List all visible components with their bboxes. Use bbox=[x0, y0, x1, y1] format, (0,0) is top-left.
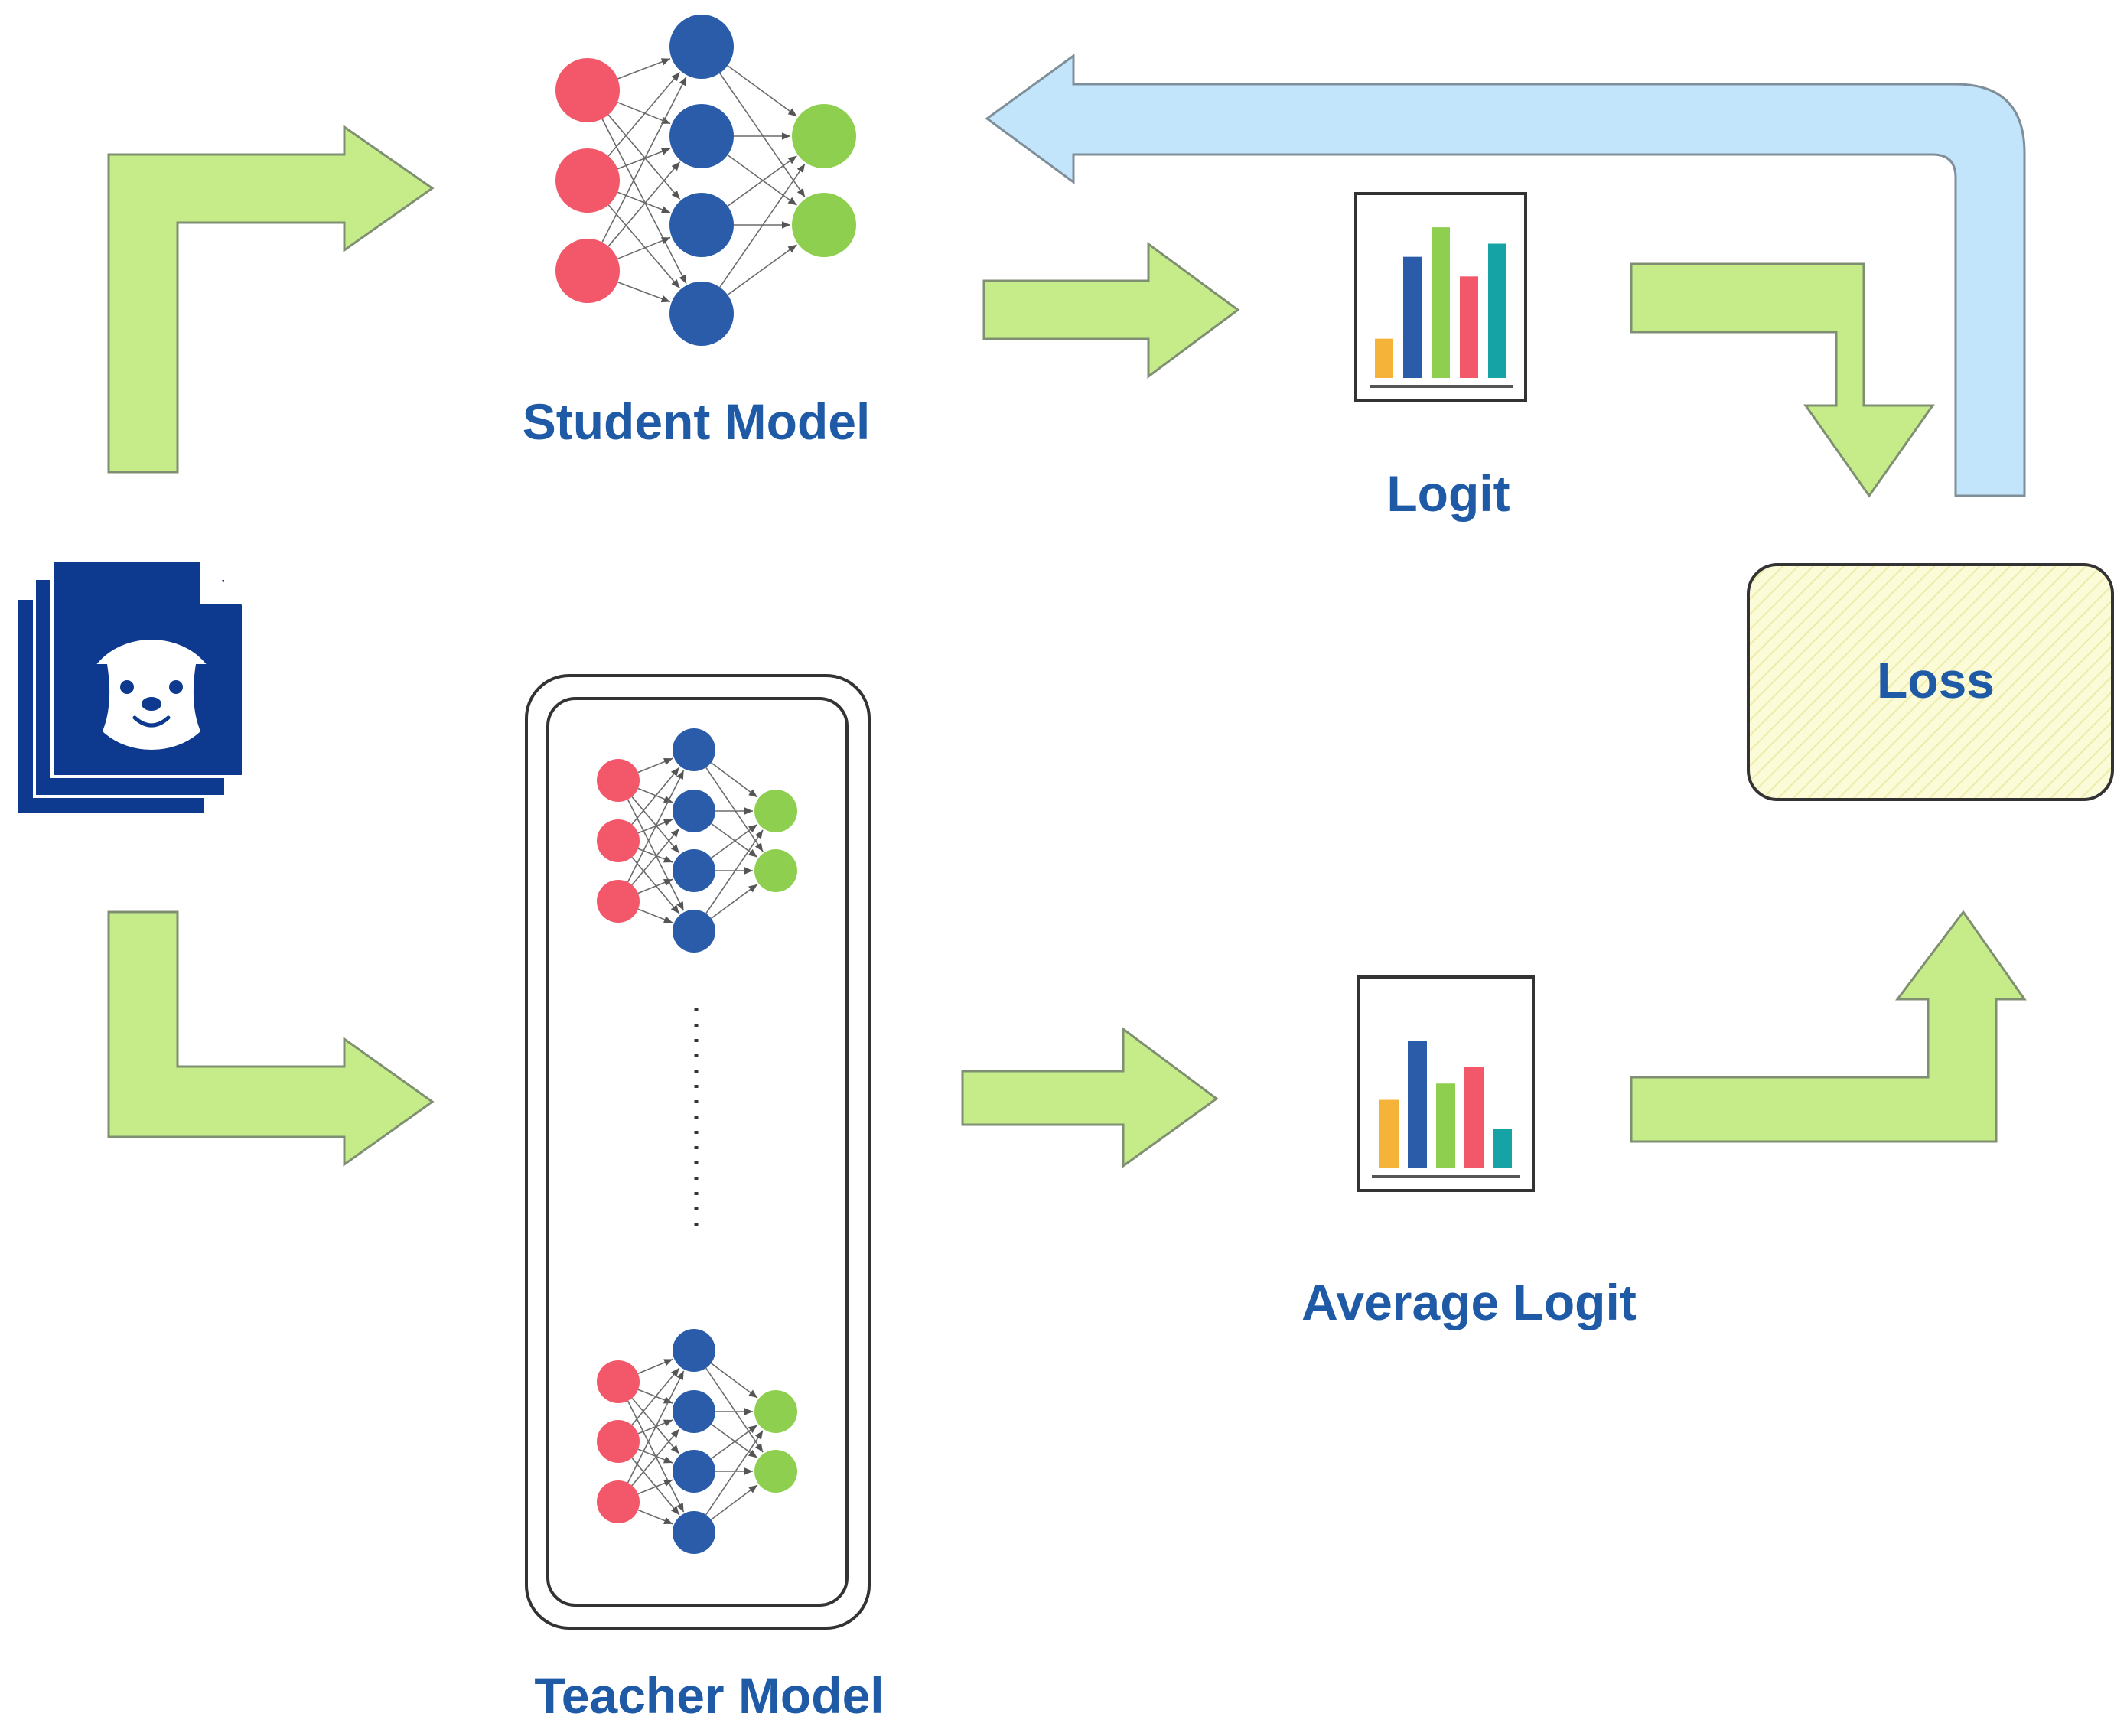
hidden-node bbox=[673, 1329, 715, 1372]
output-node bbox=[754, 849, 797, 892]
arrow-teacher-to-average-logit bbox=[961, 1027, 1219, 1168]
network-connection bbox=[631, 1428, 680, 1487]
student-model-label: Student Model bbox=[523, 393, 871, 450]
network-connection bbox=[617, 57, 671, 80]
average-logit-bar-chart-icon bbox=[1357, 975, 1535, 1192]
arrow-average-logit-to-loss bbox=[1630, 910, 2027, 1143]
chart-bar bbox=[1493, 1129, 1512, 1168]
network-connection bbox=[705, 829, 764, 914]
network-connection bbox=[617, 148, 671, 170]
network-connection bbox=[705, 1367, 764, 1453]
network-connection bbox=[631, 1367, 680, 1425]
chart-bar bbox=[1403, 256, 1422, 378]
network-connection bbox=[711, 824, 758, 859]
network-connection bbox=[607, 71, 681, 157]
input-node bbox=[597, 1480, 640, 1523]
logit-bar-chart-icon bbox=[1354, 192, 1527, 402]
network-connection bbox=[631, 796, 680, 854]
network-connection bbox=[711, 822, 758, 858]
chart-bar bbox=[1375, 338, 1393, 378]
network-connection bbox=[637, 878, 673, 894]
network-connection bbox=[607, 204, 680, 289]
chart-bar bbox=[1436, 1083, 1455, 1168]
network-connection bbox=[637, 908, 673, 923]
network-connection bbox=[627, 770, 685, 883]
network-connection bbox=[719, 163, 806, 288]
network-connection bbox=[705, 1430, 764, 1516]
input-node bbox=[597, 759, 640, 802]
output-node bbox=[792, 104, 856, 168]
network-connection bbox=[727, 65, 797, 117]
network-connection bbox=[637, 1479, 673, 1495]
network-connection bbox=[727, 244, 797, 295]
hidden-node bbox=[673, 1511, 715, 1554]
hidden-node bbox=[673, 1390, 715, 1433]
network-connection bbox=[727, 155, 797, 206]
hidden-node bbox=[673, 1450, 715, 1493]
input-node bbox=[555, 148, 620, 213]
network-connection bbox=[631, 828, 680, 886]
arrow-student-to-logit bbox=[982, 242, 1240, 379]
network-connection bbox=[601, 76, 687, 243]
arrow-loss-feedback-to-student bbox=[985, 54, 2026, 497]
network-connection bbox=[627, 1370, 685, 1484]
teacher-neural-network-icon bbox=[597, 728, 797, 953]
chart-bar bbox=[1464, 1067, 1484, 1168]
chart-bar bbox=[1379, 1099, 1399, 1168]
network-connection bbox=[607, 114, 681, 200]
hidden-node bbox=[669, 282, 734, 346]
hidden-node bbox=[673, 849, 715, 892]
network-connection bbox=[705, 767, 764, 852]
network-connection bbox=[617, 236, 671, 260]
input-node bbox=[555, 239, 620, 303]
chart-bar bbox=[1408, 1041, 1427, 1168]
network-connection bbox=[711, 1423, 758, 1458]
network-connection bbox=[631, 856, 680, 914]
student-neural-network-icon bbox=[555, 15, 856, 346]
input-node bbox=[597, 1420, 640, 1463]
average-logit-label: Average Logit bbox=[1301, 1274, 1637, 1330]
network-connection bbox=[617, 282, 671, 303]
hidden-node bbox=[673, 910, 715, 953]
hidden-node bbox=[669, 193, 734, 257]
chart-bar bbox=[1460, 276, 1478, 378]
dog-data-icon bbox=[15, 559, 245, 816]
network-connection bbox=[719, 73, 806, 198]
arrow-data-to-teacher bbox=[107, 910, 435, 1167]
network-connection bbox=[711, 1425, 758, 1460]
network-connection bbox=[710, 1484, 758, 1520]
hidden-node bbox=[673, 790, 715, 832]
network-connection bbox=[711, 884, 758, 920]
output-node bbox=[754, 1450, 797, 1493]
network-connection bbox=[617, 101, 671, 125]
network-connection bbox=[637, 1509, 673, 1525]
teacher-neural-network-icon bbox=[597, 1329, 797, 1554]
teacher-model-label: Teacher Model bbox=[534, 1667, 884, 1724]
network-connection bbox=[710, 1363, 758, 1399]
network-connection bbox=[637, 1358, 673, 1375]
hidden-node bbox=[669, 104, 734, 168]
network-connection bbox=[607, 161, 681, 247]
output-node bbox=[754, 1390, 797, 1433]
hidden-node bbox=[669, 15, 734, 79]
logit-label: Logit bbox=[1386, 465, 1510, 522]
output-node bbox=[754, 790, 797, 832]
arrow-data-to-student bbox=[107, 125, 435, 474]
network-connection bbox=[710, 762, 758, 798]
loss-box: Loss bbox=[1747, 563, 2114, 801]
hidden-node bbox=[673, 728, 715, 771]
loss-label: Loss bbox=[1877, 652, 1995, 708]
input-node bbox=[597, 819, 640, 862]
input-node bbox=[597, 880, 640, 923]
input-node bbox=[597, 1360, 640, 1403]
output-node bbox=[792, 193, 856, 257]
network-connection bbox=[637, 757, 673, 774]
network-connection bbox=[727, 155, 797, 207]
input-node bbox=[555, 58, 620, 122]
arrow-logit-to-loss bbox=[1630, 262, 1935, 498]
chart-bar bbox=[1488, 243, 1506, 378]
chart-bar bbox=[1432, 227, 1450, 378]
network-connection bbox=[631, 767, 680, 825]
